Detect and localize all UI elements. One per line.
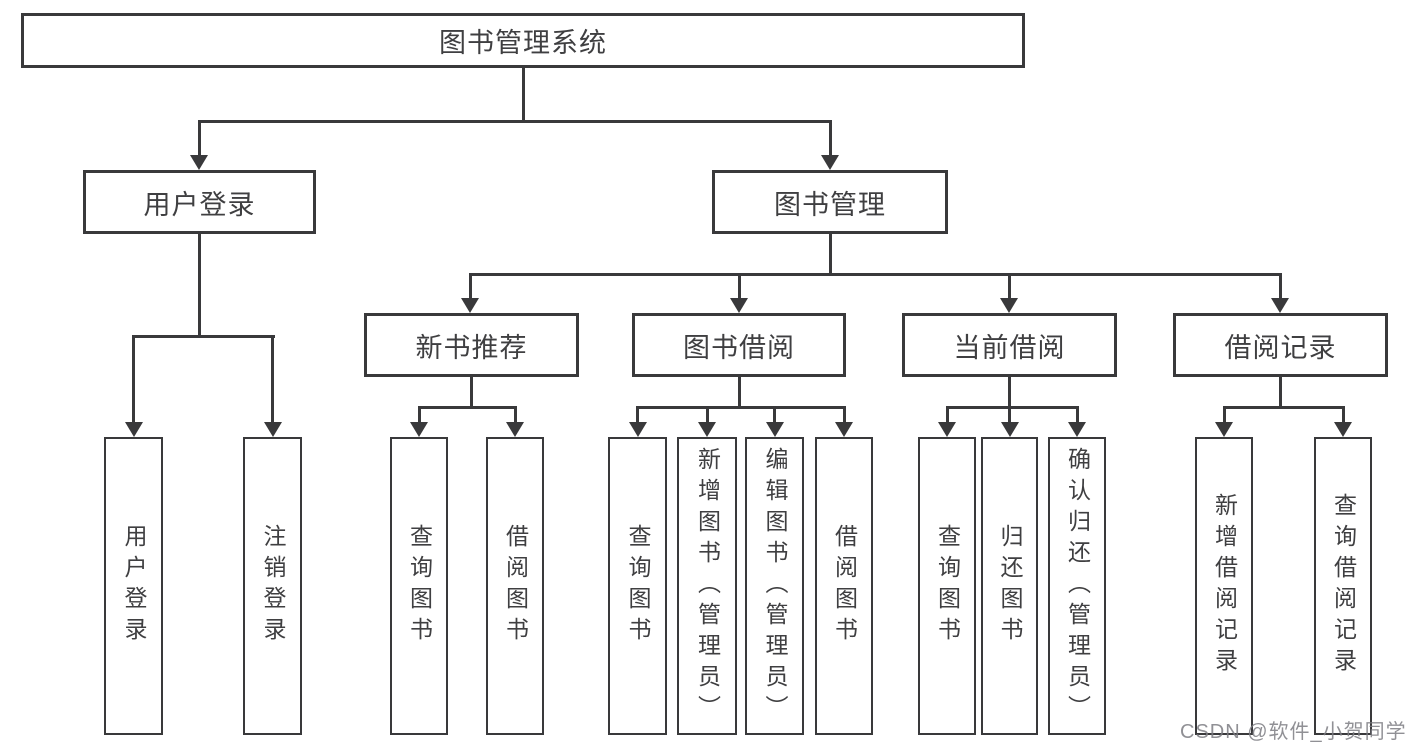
connector-vline [513,406,517,424]
leaf-edit-book-admin: 编辑图书（管理员） [745,437,804,735]
connector-vline [1007,273,1011,300]
node-new-book-recommend-label: 新书推荐 [415,332,528,363]
connector-vline [1075,406,1079,424]
arrowhead-down-icon [1271,298,1289,313]
connector-vline [945,406,949,424]
leaf-borrow-books-recommend: 借阅图书 [486,437,544,735]
arrowhead-down-icon [821,155,839,170]
node-library-system-label: 图书管理系统 [439,28,607,58]
arrowhead-down-icon [730,298,748,313]
leaf-logout: 注销登录 [243,437,302,735]
connector-vline [737,377,741,406]
leaf-add-book-admin-label: 新增图书（管理员） [694,446,721,726]
arrowhead-down-icon [263,422,282,437]
connector-hline [1222,406,1345,409]
connector-vline [521,68,525,120]
leaf-borrow-books: 借阅图书 [815,437,873,735]
connector-vline [197,234,201,335]
arrowhead-down-icon [461,298,479,313]
connector-vline [737,273,741,300]
connector-vline [468,273,472,300]
connector-hline [945,406,1079,409]
node-new-book-recommend: 新书推荐 [364,313,579,377]
leaf-query-borrow-record: 查询借阅记录 [1314,437,1372,735]
leaf-return-book: 归还图书 [981,437,1038,735]
leaf-query-books-recommend-label: 查询图书 [406,524,433,648]
connector-vline [271,335,274,424]
leaf-query-books-current: 查询图书 [918,437,976,735]
arrowhead-down-icon [410,422,428,437]
leaf-user-login-label: 用户登录 [121,524,147,648]
leaf-return-book-label: 归还图书 [997,524,1023,648]
arrowhead-down-icon [938,422,956,437]
csdn-watermark: CSDN @软件_小贺同学 [1180,721,1405,743]
node-library-system: 图书管理系统 [21,13,1025,68]
connector-hline [131,335,275,338]
connector-vline [828,234,832,273]
connector-vline [1008,406,1011,424]
connector-hline [197,120,832,123]
leaf-logout-label: 注销登录 [260,524,286,648]
arrowhead-down-icon [1215,422,1233,437]
arrowhead-down-icon [1000,422,1019,437]
leaf-borrow-books-label: 借阅图书 [831,524,858,648]
node-book-management: 图书管理 [712,170,948,234]
leaf-edit-book-admin-label: 编辑图书（管理员） [762,446,788,726]
node-user-login-label: 用户登录 [143,189,256,220]
connector-hline [417,406,517,409]
node-book-management-label: 图书管理 [774,189,886,220]
connector-hline [636,406,846,409]
arrowhead-down-icon [506,422,524,437]
leaf-add-borrow-record: 新增借阅记录 [1195,437,1253,735]
node-user-login: 用户登录 [83,170,316,234]
arrowhead-down-icon [1000,298,1018,313]
connector-vline [828,120,832,158]
connector-vline [773,406,776,424]
node-book-borrow: 图书借阅 [632,313,846,377]
connector-vline [132,335,135,424]
connector-vline [842,406,846,424]
connector-vline [1008,377,1011,406]
connector-vline [1222,406,1226,424]
connector-vline [636,406,639,424]
connector-vline [197,120,201,158]
leaf-query-books-current-label: 查询图书 [934,524,961,648]
node-borrow-records: 借阅记录 [1173,313,1388,377]
connector-vline [1279,377,1282,406]
node-book-borrow-label: 图书借阅 [683,332,795,363]
connector-vline [1341,406,1345,424]
leaf-query-borrow-record-label: 查询借阅记录 [1330,493,1357,679]
leaf-add-book-admin: 新增图书（管理员） [677,437,737,735]
arrowhead-down-icon [124,422,143,437]
leaf-query-books-borrow: 查询图书 [608,437,667,735]
connector-hline [468,273,1282,276]
leaf-query-books-recommend: 查询图书 [390,437,448,735]
leaf-user-login: 用户登录 [104,437,163,735]
leaf-confirm-return-admin-label: 确认归还（管理员） [1064,446,1091,726]
leaf-confirm-return-admin: 确认归还（管理员） [1048,437,1106,735]
connector-vline [470,377,473,406]
connector-vline [1278,273,1282,300]
connector-vline [705,406,709,424]
arrowhead-down-icon [698,422,716,437]
arrowhead-down-icon [1068,422,1086,437]
node-current-borrow: 当前借阅 [902,313,1117,377]
arrowhead-down-icon [835,422,853,437]
leaf-add-borrow-record-label: 新增借阅记录 [1211,493,1238,679]
arrowhead-down-icon [1334,422,1352,437]
node-current-borrow-label: 当前借阅 [953,332,1066,363]
leaf-borrow-books-recommend-label: 借阅图书 [502,524,529,648]
arrowhead-down-icon [190,155,208,170]
arrowhead-down-icon [765,422,784,437]
connector-vline [417,406,421,424]
arrowhead-down-icon [628,422,647,437]
leaf-query-books-borrow-label: 查询图书 [625,524,651,648]
node-borrow-records-label: 借阅记录 [1224,332,1337,363]
